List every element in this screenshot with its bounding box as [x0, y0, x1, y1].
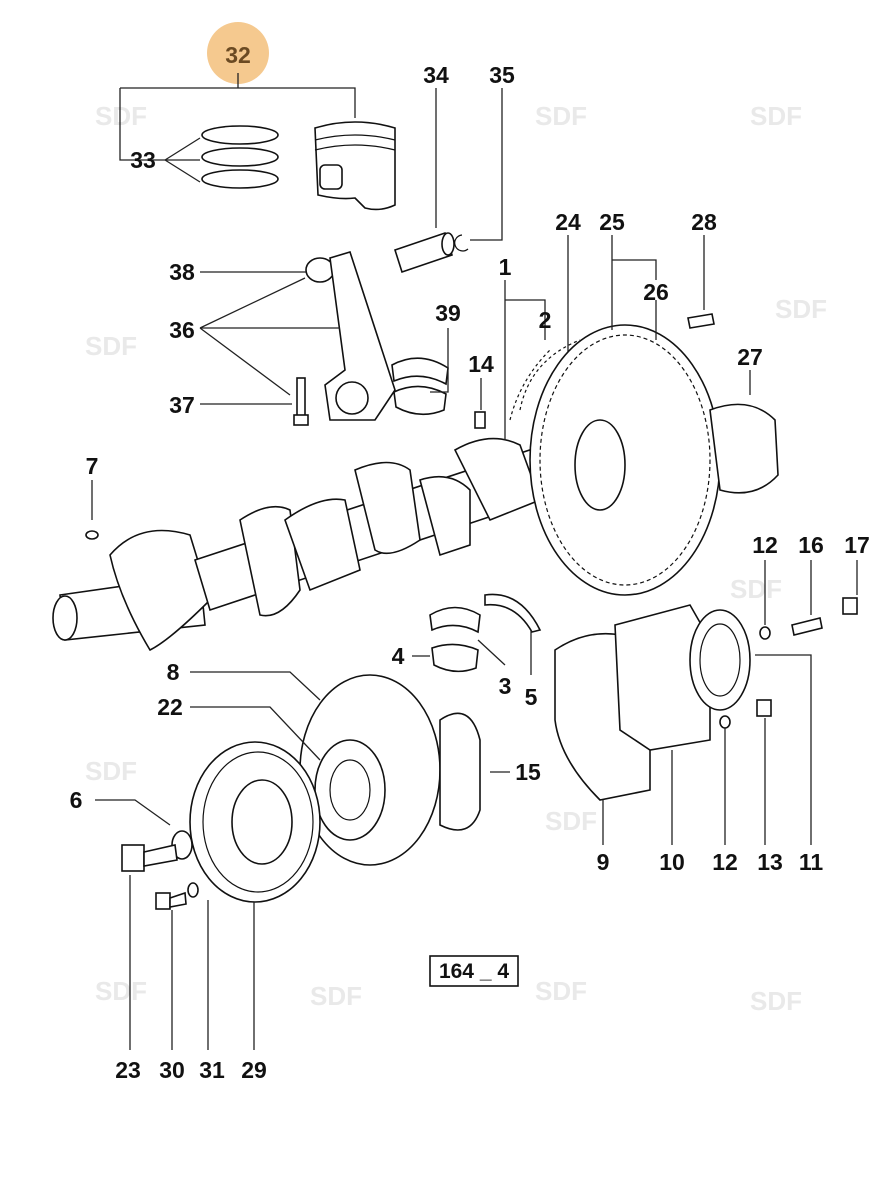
drawing-code: 164 _ 4	[439, 960, 509, 983]
watermark: SDF	[85, 331, 137, 361]
flywheel	[509, 235, 779, 596]
watermarks: SDF SDF SDF SDF SDF SDF SDF SDF SDF SDF …	[85, 101, 827, 1016]
callout-12[interactable]: 12	[712, 849, 738, 875]
callout-4[interactable]: 4	[392, 643, 405, 669]
callout-36[interactable]: 36	[169, 317, 195, 343]
drawing-code-box: 164 _ 4	[429, 955, 519, 987]
crankshaft	[52, 437, 571, 652]
watermark: SDF	[95, 101, 147, 131]
callout-39[interactable]: 39	[435, 300, 461, 326]
bolt	[121, 844, 145, 872]
callout-12[interactable]: 12	[752, 532, 778, 558]
callout-11[interactable]: 11	[799, 849, 824, 875]
watermark: SDF	[730, 574, 782, 604]
watermark: SDF	[85, 756, 137, 786]
callout-1[interactable]: 1	[499, 254, 512, 280]
callout-16[interactable]: 16	[798, 532, 824, 558]
bolt	[687, 313, 715, 329]
callout-5[interactable]: 5	[525, 684, 538, 710]
callout-7[interactable]: 7	[86, 453, 99, 479]
callout-31[interactable]: 31	[199, 1057, 225, 1083]
callout-22[interactable]: 22	[157, 694, 183, 720]
callout-2[interactable]: 2	[539, 307, 552, 333]
callout-23[interactable]: 23	[115, 1057, 141, 1083]
callout-25[interactable]: 25	[599, 209, 625, 235]
callout-26[interactable]: 26	[643, 279, 669, 305]
callout-17[interactable]: 17	[844, 532, 870, 558]
damper	[95, 671, 510, 1050]
watermark: SDF	[535, 101, 587, 131]
dowel	[474, 411, 486, 429]
rear-housing	[554, 560, 858, 845]
callout-28[interactable]: 28	[691, 209, 717, 235]
connecting-rod	[199, 251, 396, 426]
watermark: SDF	[750, 101, 802, 131]
callout-10[interactable]: 10	[659, 849, 685, 875]
callout-33[interactable]: 33	[130, 147, 156, 173]
piston-ring	[201, 169, 279, 189]
main-bearing	[412, 593, 542, 675]
callout-34[interactable]: 34	[423, 62, 449, 88]
callout-32[interactable]: 32	[225, 42, 251, 68]
callout-14[interactable]: 14	[468, 351, 494, 377]
highlight-marker	[207, 22, 269, 84]
callout-labels: 32 33 34 35 24 25 28 26 38 1 2 39 36 14 …	[70, 42, 870, 1083]
callout-38[interactable]: 38	[169, 259, 195, 285]
watermark: SDF	[95, 976, 147, 1006]
callout-13[interactable]: 13	[757, 849, 783, 875]
callout-35[interactable]: 35	[489, 62, 515, 88]
piston-pin	[393, 88, 503, 274]
callout-37[interactable]: 37	[169, 392, 195, 418]
callout-9[interactable]: 9	[597, 849, 610, 875]
piston-kit[interactable]	[119, 22, 396, 211]
flange	[709, 403, 779, 494]
watermark: SDF	[310, 981, 362, 1011]
piston-ring	[201, 147, 279, 167]
callout-8[interactable]: 8	[167, 659, 180, 685]
callout-27[interactable]: 27	[737, 344, 763, 370]
conrod-bearing	[391, 328, 486, 429]
circlip	[454, 234, 469, 252]
callout-29[interactable]: 29	[241, 1057, 267, 1083]
callout-30[interactable]: 30	[159, 1057, 185, 1083]
watermark: SDF	[545, 806, 597, 836]
callout-24[interactable]: 24	[555, 209, 581, 235]
watermark: SDF	[775, 294, 827, 324]
piston-ring	[201, 125, 279, 145]
watermark: SDF	[750, 986, 802, 1016]
seal	[689, 609, 751, 711]
callout-3[interactable]: 3	[499, 673, 512, 699]
callout-6[interactable]: 6	[70, 787, 83, 813]
callout-15[interactable]: 15	[515, 759, 541, 785]
watermark: SDF	[535, 976, 587, 1006]
